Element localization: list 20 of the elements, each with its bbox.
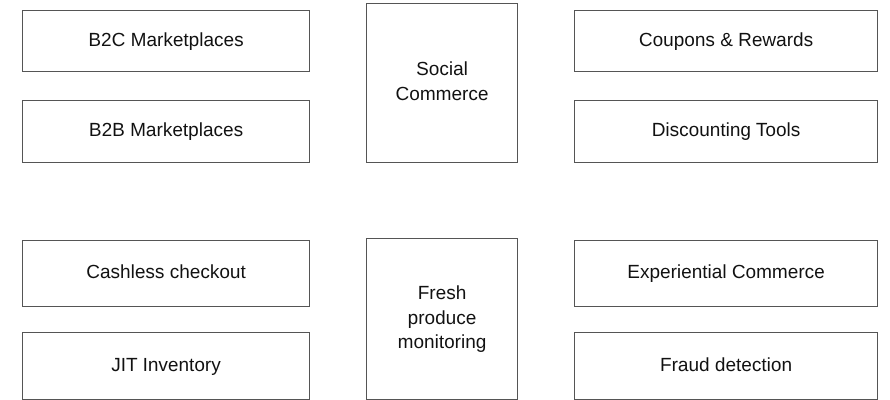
- box-label: B2C Marketplaces: [88, 28, 244, 53]
- box-label: JIT Inventory: [111, 354, 221, 378]
- text-box: [366, 3, 518, 163]
- box-label: Social Commerce: [394, 58, 490, 107]
- text-box: [22, 240, 310, 307]
- box-label: Cashless checkout: [86, 261, 246, 286]
- text-box: [366, 238, 518, 400]
- box-label: Fraud detection: [660, 354, 792, 378]
- box-label: B2B Marketplaces: [88, 119, 244, 144]
- text-box: [574, 240, 878, 307]
- text-box: [574, 100, 878, 163]
- box-label: Coupons & Rewards: [638, 28, 814, 53]
- text-box: [574, 332, 878, 400]
- text-box: [22, 332, 310, 400]
- box-label: Fresh produce monitoring: [396, 282, 488, 356]
- box-label: Discounting Tools: [652, 119, 800, 144]
- text-box: [22, 100, 310, 163]
- text-box: [574, 10, 878, 72]
- box-label: Experiential Commerce: [627, 261, 825, 286]
- text-box: [22, 10, 310, 72]
